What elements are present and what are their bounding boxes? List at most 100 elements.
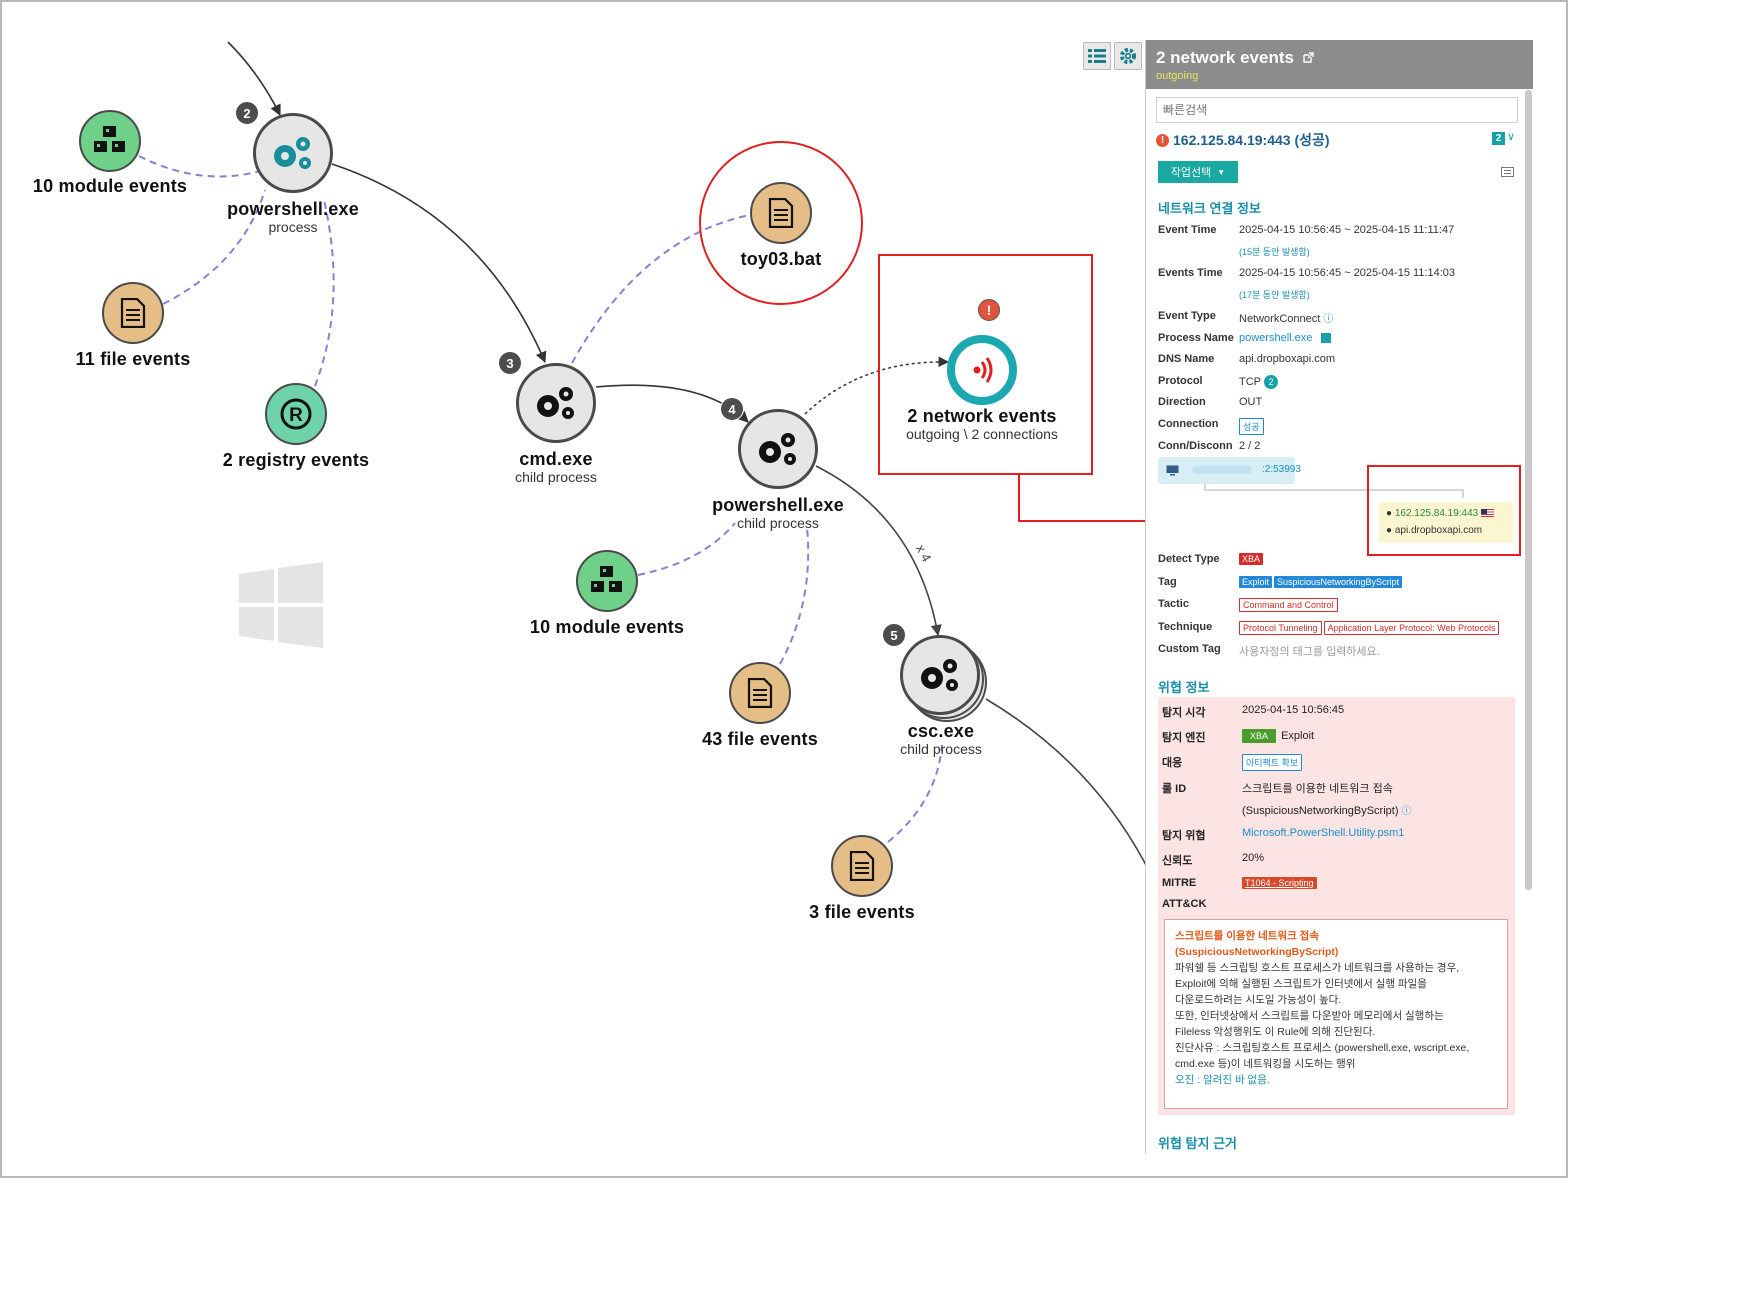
file-icon [747,678,773,708]
edge-multiplier: x 4 [913,542,934,564]
label-module-events-1: 10 module events [32,176,188,196]
windows-logo-icon [239,562,323,648]
node-network-events[interactable] [947,335,1017,405]
list-view-button[interactable] [1083,42,1111,70]
gear-icon [1120,48,1136,64]
collapse-panel-icon[interactable] [1501,167,1514,177]
open-process-icon[interactable] [1321,333,1332,344]
destination-host-box[interactable]: ● 162.125.84.19:443 ● api.dropboxapi.com [1379,502,1513,543]
cubes-icon [591,566,622,592]
edge-ps2-file [779,526,810,665]
node-powershell-child[interactable] [738,409,818,489]
process-graph: x 4 [138,41,1147,868]
connection-line [1204,484,1464,498]
monitor-icon [1166,465,1179,476]
panel-header: 2 network events outgoing [1146,40,1533,89]
node-csc-exe[interactable] [900,635,980,715]
edge-powershell-cmd [331,163,547,364]
node-file-events-11[interactable] [102,282,164,344]
edge-parent-powershell [227,41,281,117]
badge-step-4: 4 [720,397,744,421]
error-icon: ! [1156,133,1169,147]
label-module-events-2: 10 module events [529,617,685,637]
node-file-events-3[interactable] [831,835,893,897]
selected-connection[interactable]: ! 162.125.84.19:443 (성공) [1156,130,1330,150]
protocol-count-badge: 2 [1264,375,1278,389]
edge-cmd-toybat [571,214,751,364]
custom-tag-input[interactable]: 사용자정의 태그를 입력하세요. [1239,646,1380,658]
svg-text:R: R [289,405,303,426]
help-icon[interactable]: ⓘ [1323,314,1334,325]
response-badge[interactable]: 아티팩트 확보 [1242,754,1303,771]
external-link-icon[interactable] [1302,52,1314,63]
badge-step-2: 2 [235,101,259,125]
globe-icon: ● [1386,508,1393,519]
help-icon-2[interactable]: ⓘ [1401,806,1412,817]
badge-step-3: 3 [498,351,522,375]
section-network-info: 네트워크 연결 정보 [1158,201,1261,216]
event-time-note: (15분 동안 발생함) [1239,247,1310,257]
detail-panel: 2 network events outgoing ! 162.125.84.1… [1145,40,1533,1154]
mitre-link[interactable]: T1064 - Scripting [1242,877,1317,889]
network-signal-icon [973,357,993,383]
edge-ps1-registry [314,199,335,387]
section-threat-evidence: 위협 탐지 근거 [1158,1136,1237,1151]
node-toy03-bat[interactable] [750,182,812,244]
connection-status-badge: 성공 [1239,418,1264,435]
highlight-rect-destination [1367,465,1521,556]
alert-icon: ! [978,299,1000,321]
section-threat-info: 위협 정보 [1158,680,1210,695]
gears-icon [274,137,311,169]
node-file-events-43[interactable] [729,662,791,724]
tag-suspicious-networking[interactable]: SuspiciousNetworkingByScript [1274,576,1403,588]
chevron-down-icon[interactable]: ∨ [1507,131,1516,143]
action-select-button[interactable]: 작업선택▼ [1158,161,1238,183]
list-icon [1088,49,1106,63]
gears-icon [759,433,796,465]
masked-source-ip [1192,466,1252,474]
process-name-link[interactable]: powershell.exe [1239,332,1313,344]
source-port: :2:53993 [1262,464,1301,475]
source-host-box[interactable]: :2:53993 [1158,457,1301,484]
node-cmd-exe[interactable] [516,363,596,443]
label-registry-events: 2 registry events [222,450,370,470]
threat-description: 스크립트를 이용한 네트워크 접속 (SuspiciousNetworkingB… [1164,919,1508,1109]
quick-search-input[interactable] [1156,97,1518,123]
globe-icon-2: ● [1386,525,1393,536]
panel-scrollbar[interactable] [1525,90,1532,890]
tag-exploit[interactable]: Exploit [1239,576,1273,588]
registry-icon: R [280,398,312,430]
file-icon [768,198,794,228]
badge-step-5: 5 [882,623,906,647]
node-registry-events[interactable]: R [265,383,327,445]
gears-icon [921,659,958,691]
panel-title: 2 network events [1156,48,1294,67]
connection-count-badge[interactable]: 2 [1492,132,1505,145]
label-file-events-3: 3 file events [809,902,915,922]
settings-button[interactable] [1114,42,1142,70]
highlight-rect-network [878,254,1093,475]
gears-icon [537,387,574,419]
label-toy03-bat: toy03.bat [740,249,822,269]
node-module-events-1[interactable] [79,110,141,172]
node-powershell-process[interactable] [253,113,333,193]
edge-powershell2-csc [815,465,942,637]
events-time-note: (17분 동안 발생함) [1239,290,1310,300]
file-icon [849,851,875,881]
label-file-events-11: 11 file events [75,349,191,369]
edge-ps2-module [637,522,736,576]
edge-ps1-module [138,155,265,178]
file-icon [120,298,146,328]
threat-link[interactable]: Microsoft.PowerShell.Utility.psm1 [1242,827,1405,839]
cubes-icon [94,126,125,152]
selected-connection-label: 162.125.84.19:443 (성공) [1173,132,1330,148]
label-file-events-43: 43 file events [702,729,818,749]
node-module-events-2[interactable] [576,550,638,612]
panel-subtitle: outgoing [1156,70,1199,82]
